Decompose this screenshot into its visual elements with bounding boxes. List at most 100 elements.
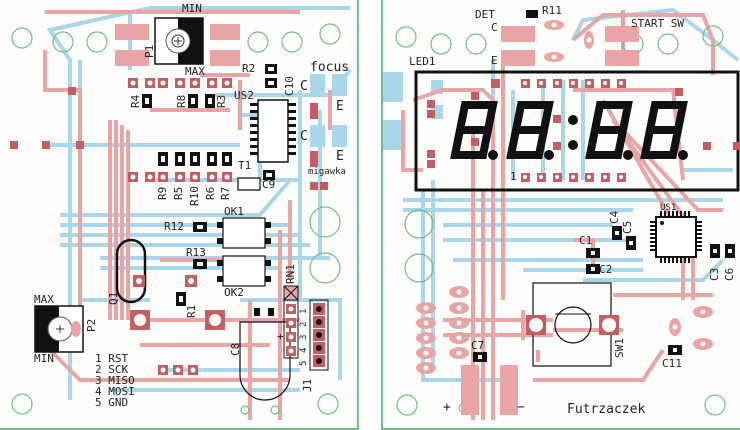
us1-label: US1 — [660, 203, 677, 213]
left-board-traces — [10, 6, 352, 420]
ok1-label: OK1 — [224, 205, 244, 218]
r8-label: R8 — [175, 94, 188, 108]
us1-pins — [650, 211, 702, 263]
display-digit — [506, 101, 554, 159]
us1-ic — [650, 211, 702, 263]
det-label: DET — [475, 8, 495, 21]
p2-max-label: MAX — [34, 293, 54, 306]
r11-label: R11 — [542, 4, 562, 17]
focus-c-label: C — [300, 79, 308, 94]
switch-pads — [501, 26, 639, 66]
r10-label: R10 — [188, 186, 201, 206]
display-pin1-label: 1 — [510, 170, 517, 183]
display-digit — [640, 101, 688, 159]
display-decimal-point — [623, 150, 633, 160]
isp-legend: 1 RST 2 SCK 3 MISO 4 MOSI 5 GND — [95, 353, 135, 408]
t1-label: T1 — [238, 159, 252, 172]
display-decimal-point — [544, 150, 554, 160]
right-board-traces — [383, 7, 740, 420]
start-sw-label: START SW — [631, 17, 684, 30]
c11-label: C11 — [662, 357, 682, 370]
rn1-label: RN1 — [284, 264, 297, 284]
isp-legend-row: 5 GND — [95, 396, 129, 409]
p1-pads — [115, 24, 240, 66]
display-colon-dot — [568, 140, 578, 150]
isp-legend-row: 1 RST — [95, 352, 129, 365]
t1-outline — [237, 177, 261, 191]
q1-crystal-outline — [115, 238, 147, 304]
display-pads — [427, 79, 740, 182]
author-label: Futrzaczek — [567, 402, 646, 417]
sw1-label: SW1 — [613, 338, 626, 358]
p2-min-label: MIN — [34, 352, 54, 365]
focus-label: focus — [310, 60, 350, 75]
isp-legend-row: 4 MOSI — [95, 385, 135, 398]
j1-pin: 4 — [299, 347, 309, 353]
optocouplers — [222, 217, 266, 287]
r6-label: R6 — [204, 186, 217, 200]
led1-label: LED1 — [409, 55, 436, 68]
display-decimal-point — [488, 150, 498, 160]
isp-legend-row: 2 SCK — [95, 363, 129, 376]
led1-display-outline — [414, 70, 740, 192]
r11-smd — [526, 10, 538, 18]
j1-pin: 2 — [299, 321, 309, 327]
plus-terminal-label: + — [443, 400, 451, 415]
isp-legend-row: 3 MISO — [95, 374, 135, 387]
c10-label: C10 — [283, 76, 296, 96]
p1-trimmer-body — [154, 17, 204, 65]
j1-outline — [309, 299, 329, 371]
seven-segment-digits — [450, 101, 688, 160]
migawka-c-label: C — [300, 129, 308, 144]
smd-components — [142, 64, 277, 316]
c3-label: C3 — [708, 267, 721, 281]
det-c-label: C — [491, 21, 498, 34]
j1-pin: 3 — [299, 334, 309, 340]
display-digit — [585, 101, 633, 159]
p2-trimmer-body — [34, 305, 84, 353]
migawka-label: migawka — [308, 167, 346, 177]
p1-min-label: MIN — [182, 2, 202, 15]
sw1-outline — [526, 282, 619, 367]
r12-label: R12 — [164, 220, 184, 233]
r5-label: R5 — [172, 186, 185, 200]
j1-pin: 1 — [299, 308, 309, 314]
j1-pin: 5 — [299, 360, 309, 366]
display-colon-dot — [568, 115, 578, 125]
pcb-board-left: MIN P1 MAX R2 R4 R8 R3 US2 C10 focus C E… — [0, 0, 359, 430]
th-pads — [10, 78, 328, 375]
r7-label: R7 — [219, 186, 232, 200]
c5-label: C5 — [621, 220, 634, 234]
minus-terminal-label: − — [517, 400, 525, 415]
p1-max-label: MAX — [185, 65, 205, 78]
migawka-e-label: E — [336, 149, 344, 164]
r2-label: R2 — [242, 62, 256, 75]
r9-label: R9 — [156, 186, 169, 200]
r4-label: R4 — [129, 94, 142, 108]
j1-label: J1 — [301, 378, 314, 392]
display-digit — [450, 101, 498, 159]
q1-label: Q1 — [107, 291, 120, 305]
focus-e-label: E — [336, 99, 344, 114]
connector-pads — [310, 74, 347, 147]
c9-label: C9 — [262, 178, 276, 191]
p2-label: P2 — [85, 318, 98, 332]
c8-polarity-label: + — [277, 330, 284, 343]
det-e-label: E — [491, 54, 498, 67]
c8-outline — [239, 321, 291, 401]
c4-label: C4 — [608, 210, 621, 224]
c2-label: C2 — [599, 263, 613, 276]
rn1-outline — [283, 299, 299, 359]
us2-ic — [250, 99, 296, 163]
r3-label: R3 — [215, 94, 228, 108]
us2-label: US2 — [234, 89, 254, 102]
r13-label: R13 — [186, 246, 206, 259]
c1-label: C1 — [579, 234, 593, 247]
r1-label: R1 — [185, 304, 198, 318]
display-decimal-point — [678, 150, 688, 160]
pcb-board-right: DET R11 C E START SW LED1 1 US1 C4 C5 C1… — [381, 0, 740, 430]
p1-label: P1 — [143, 44, 156, 58]
c7-label: C7 — [471, 339, 485, 352]
mounting-holes — [11, 23, 341, 415]
c6-label: C6 — [723, 267, 736, 281]
